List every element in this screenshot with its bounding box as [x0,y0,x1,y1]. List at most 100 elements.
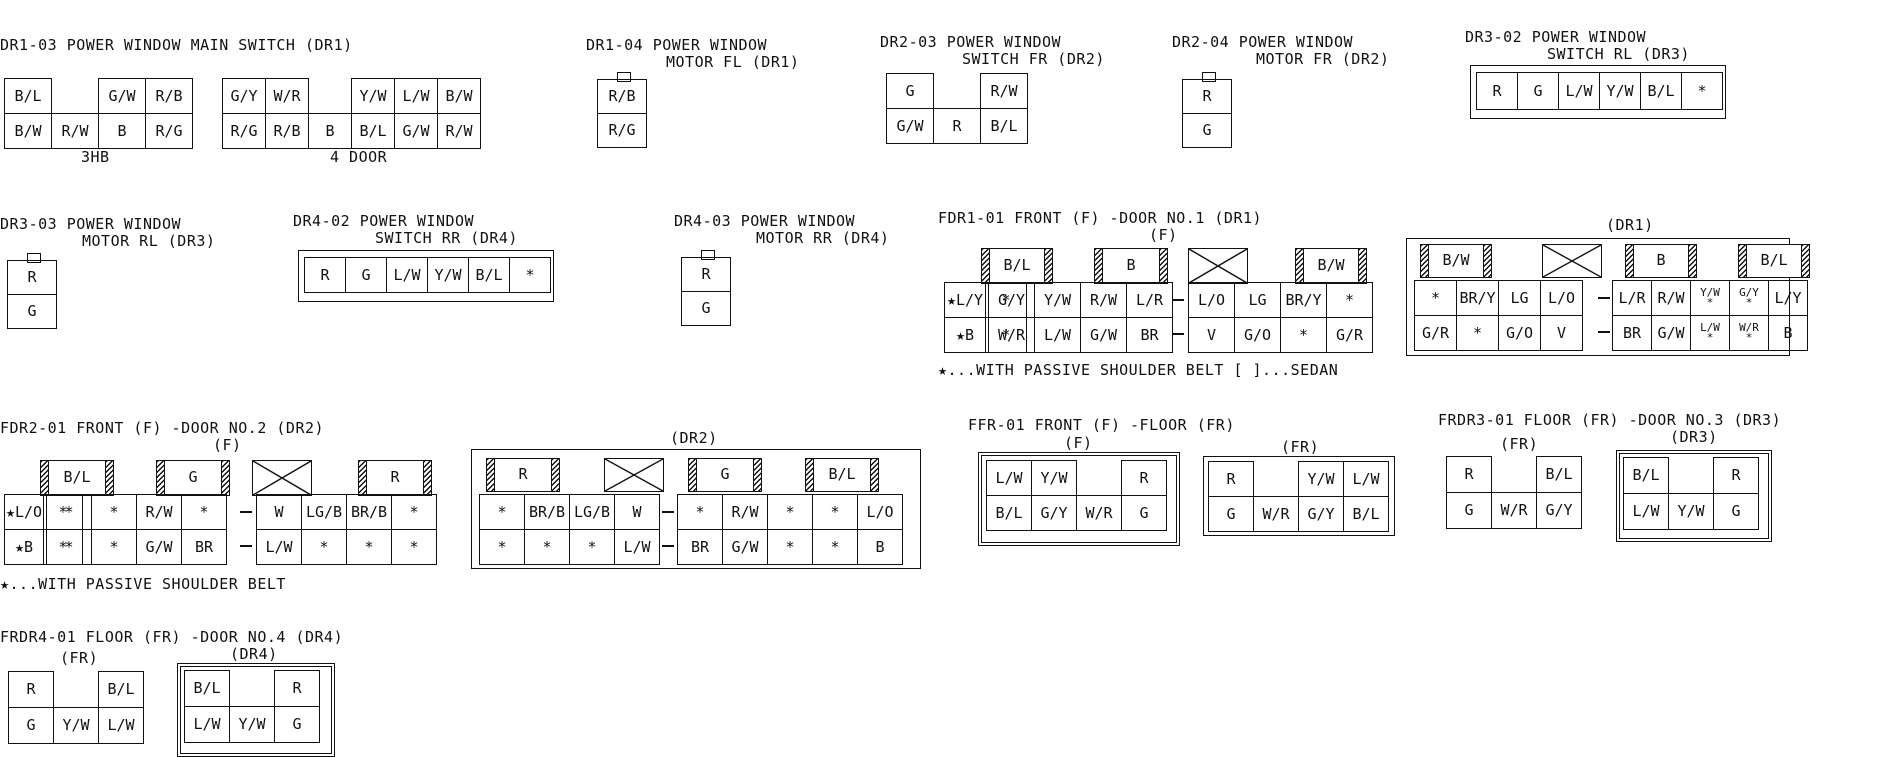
pin-cell: G/W [886,108,934,144]
pin-cell: W/R [988,317,1035,353]
pin-cell: G/R [1414,315,1457,351]
dr2-03-title: DR2-03 POWER WINDOW [880,33,1062,51]
pin-cell: Y/W [427,257,469,293]
pin-cell: BR [677,529,723,565]
pin-cell: Y/W [351,78,395,114]
pin-cell: * [391,529,437,565]
pin-cell: B/L [468,257,510,293]
pin-cell: B/L [4,78,52,114]
pin-cell: BR [1126,317,1173,353]
pin-cell: * [181,494,227,530]
pin-cell: B/L [986,495,1032,531]
pin-cell: G [1713,493,1759,530]
pin-blank [52,79,99,114]
pin-cell: G/Y* [1729,280,1769,316]
dr4-02-subtitle: SWITCH RR (DR4) [375,229,518,247]
lock-tab-label: B/W [1442,251,1470,269]
pin-cell: B [98,113,146,149]
connector-line [662,511,674,513]
pin-cell: L/W [184,706,230,743]
pin-row: *R/W**L/O [677,494,903,530]
pin-cell: LG [1234,282,1281,318]
pin-cell: L/W [1623,493,1669,530]
pin-cell: G [1121,495,1167,531]
connector-line [1598,297,1610,299]
pin-row: R [681,257,731,292]
pin-cell: Y/W [1599,72,1641,110]
pin-cell: G [1208,496,1254,532]
keyed-lock-tab: B [1094,248,1168,284]
fdr1-01-note: ★...WITH PASSIVE SHOULDER BELT [ ]...SED… [938,361,1339,379]
pin-cell: G [8,707,54,744]
pin-cell: G/Y [1031,495,1077,531]
pin-cell: * [509,257,551,293]
pin-cell: R [1446,456,1492,493]
pin-cell: * [569,529,615,565]
pin-cell: * [1280,317,1327,353]
pin-cell: G/Y [1536,492,1582,529]
dr4-02-title: DR4-02 POWER WINDOW [293,212,475,230]
dr3-03-title: DR3-03 POWER WINDOW [0,215,182,233]
pin-cell: R [1182,79,1232,114]
connector-line [662,545,674,547]
keyed-lock-tab: B [1625,244,1697,278]
pin-cell: L/W [386,257,428,293]
pin-cell: G [345,257,387,293]
pin-blank [934,74,981,109]
hatch-right [105,461,113,495]
pin-cell: W/R [265,78,309,114]
pin-cell: G [274,706,320,743]
hatch-right [1358,249,1366,283]
pin-cell: * [812,494,858,530]
pin-cell: L/R [1126,282,1173,318]
keyed-lock-tab: B/L [40,460,114,496]
lock-tab-label: B/L [1760,251,1788,269]
lock-tab-label: B/L [63,468,91,486]
pin-blank [309,79,352,114]
pin-cell: Y/W [1034,282,1081,318]
frdr3-01-dr-label: (DR3) [1670,428,1718,446]
pin-cell: R [274,670,320,707]
pin-cell: ★L/Y [944,282,986,318]
pin-cell: B/W [437,78,481,114]
hatch-left [689,459,697,491]
pin-cell: L/O [1188,282,1235,318]
pin-cell: B/L [1640,72,1682,110]
pin-cell: G/W [722,529,768,565]
pin-cell: * [1326,282,1373,318]
pin-cell: L/W [1343,461,1389,497]
pin-cell: * [767,494,813,530]
pin-cell: BR/Y [1456,280,1499,316]
pin-cell: ★L/O [4,494,44,530]
pin-cell: R [304,257,346,293]
cross-box-icon [1542,244,1602,278]
pin-blank [1492,457,1537,493]
hatch-right [1159,249,1167,283]
pin-cell: R [1208,461,1254,497]
hatch-right [1688,245,1696,277]
pin-cell: L/W [1034,317,1081,353]
pin-cell: R/W [722,494,768,530]
pin-cell: B [308,113,352,149]
dr2-04-title: DR2-04 POWER WINDOW [1172,33,1354,51]
pin-cell: B/L [184,670,230,707]
lock-tab-label: B/L [1003,256,1031,274]
hatch-right [1801,245,1809,277]
pin-cell: G/Y [222,78,266,114]
pin-cell: * [479,529,525,565]
lock-tab-label: G [188,468,198,486]
pin-cell: BR/Y [1280,282,1327,318]
pin-cell: L/W [614,529,660,565]
